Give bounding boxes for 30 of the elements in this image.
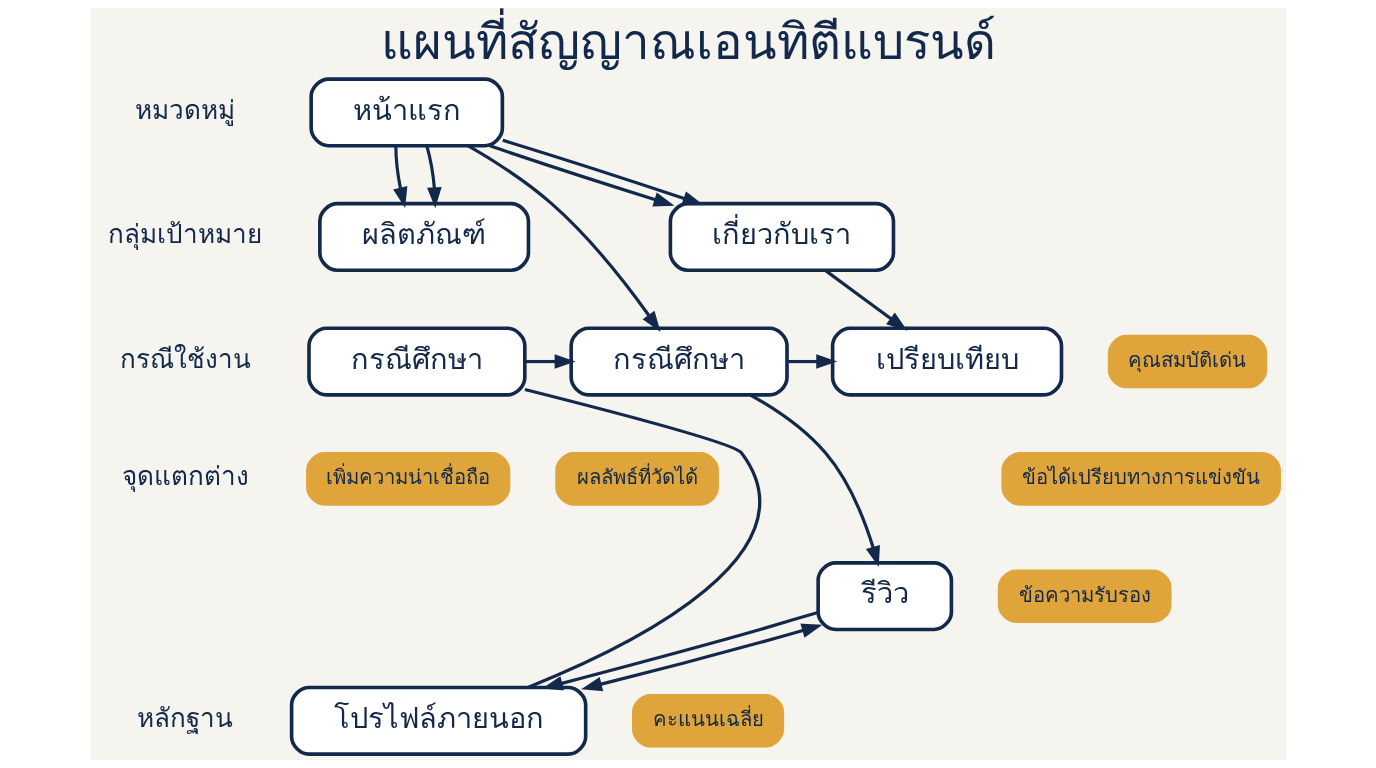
connector	[524, 388, 761, 689]
node-box: รีวิว	[815, 561, 953, 632]
node-box: ผลลัพธ์ที่วัดได้	[554, 452, 719, 506]
arrow	[580, 623, 823, 692]
node-box: ข้อความรับรอง	[997, 569, 1172, 623]
node-box: เกี่ยวกับเรา	[668, 201, 895, 273]
label: หลักฐาน	[136, 703, 233, 734]
node-box: กรณีศึกษา	[568, 326, 789, 397]
arrow	[467, 144, 661, 333]
node-box: เพิ่มความน่าเชื่อถือ	[305, 452, 510, 506]
arrow	[424, 145, 442, 209]
arrow	[524, 354, 576, 369]
arrow	[749, 393, 880, 567]
node-box: กรณีศึกษา	[306, 326, 527, 397]
node-box: โปรไฟล์ภายนอก	[289, 685, 587, 756]
arrow	[488, 144, 674, 207]
label: กรณีใช้งาน	[119, 343, 251, 374]
arrow	[786, 354, 837, 369]
arrow	[823, 269, 907, 331]
arrow	[501, 138, 703, 206]
node-box: คะแนนเฉลี่ย	[631, 693, 784, 748]
node-box: หน้าแรก	[308, 77, 504, 148]
node-box: คุณสมบัติเด่น	[1107, 334, 1267, 389]
node-box: ข้อได้เปรียบทางการแข่งขัน	[1000, 452, 1281, 506]
label: กลุ่มเป้าหมาย	[107, 219, 262, 250]
node-box: เปรียบเทียบ	[830, 326, 1063, 397]
node-box: ผลิตภัณฑ์	[317, 201, 530, 273]
arrow	[392, 145, 407, 209]
label: หมวดหมู่	[134, 94, 235, 125]
label: จุดแตกต่าง	[121, 461, 249, 492]
